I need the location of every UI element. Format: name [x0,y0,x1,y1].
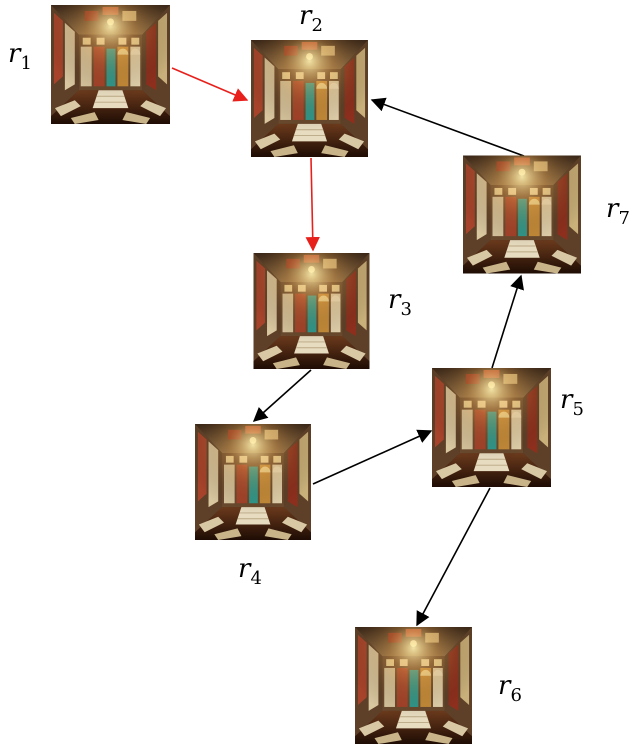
edge-r2-r3 [305,157,320,252]
room-label: r3 [388,285,412,320]
room-image [194,424,312,540]
room-node-r6: r6 [355,627,522,744]
room-image [253,253,370,369]
room-label: r7 [606,194,630,229]
edge-r5-r7 [491,274,524,369]
edge-r1-r2 [171,67,249,102]
edge-r4-r5 [312,429,433,485]
room-image [432,368,551,487]
room-label: r5 [560,385,584,420]
edge-r5-r6 [416,487,491,627]
room-node-r1: r1 [8,5,170,124]
edge-r3-r4 [252,369,312,422]
room-image [355,627,472,744]
edge-r7-r2 [370,97,525,157]
room-image [250,40,369,157]
room-image [51,5,170,124]
room-image [463,155,581,274]
room-label: r6 [498,671,522,706]
room-label: r2 [299,1,323,36]
room-label: r1 [8,39,32,74]
room-node-r2: r2 [250,1,369,157]
room-node-r3: r3 [253,253,412,369]
room-node-r4: r4 [194,424,312,589]
room-label: r4 [238,554,262,589]
room-node-r7: r7 [463,155,630,274]
room-node-r5: r5 [432,368,584,487]
